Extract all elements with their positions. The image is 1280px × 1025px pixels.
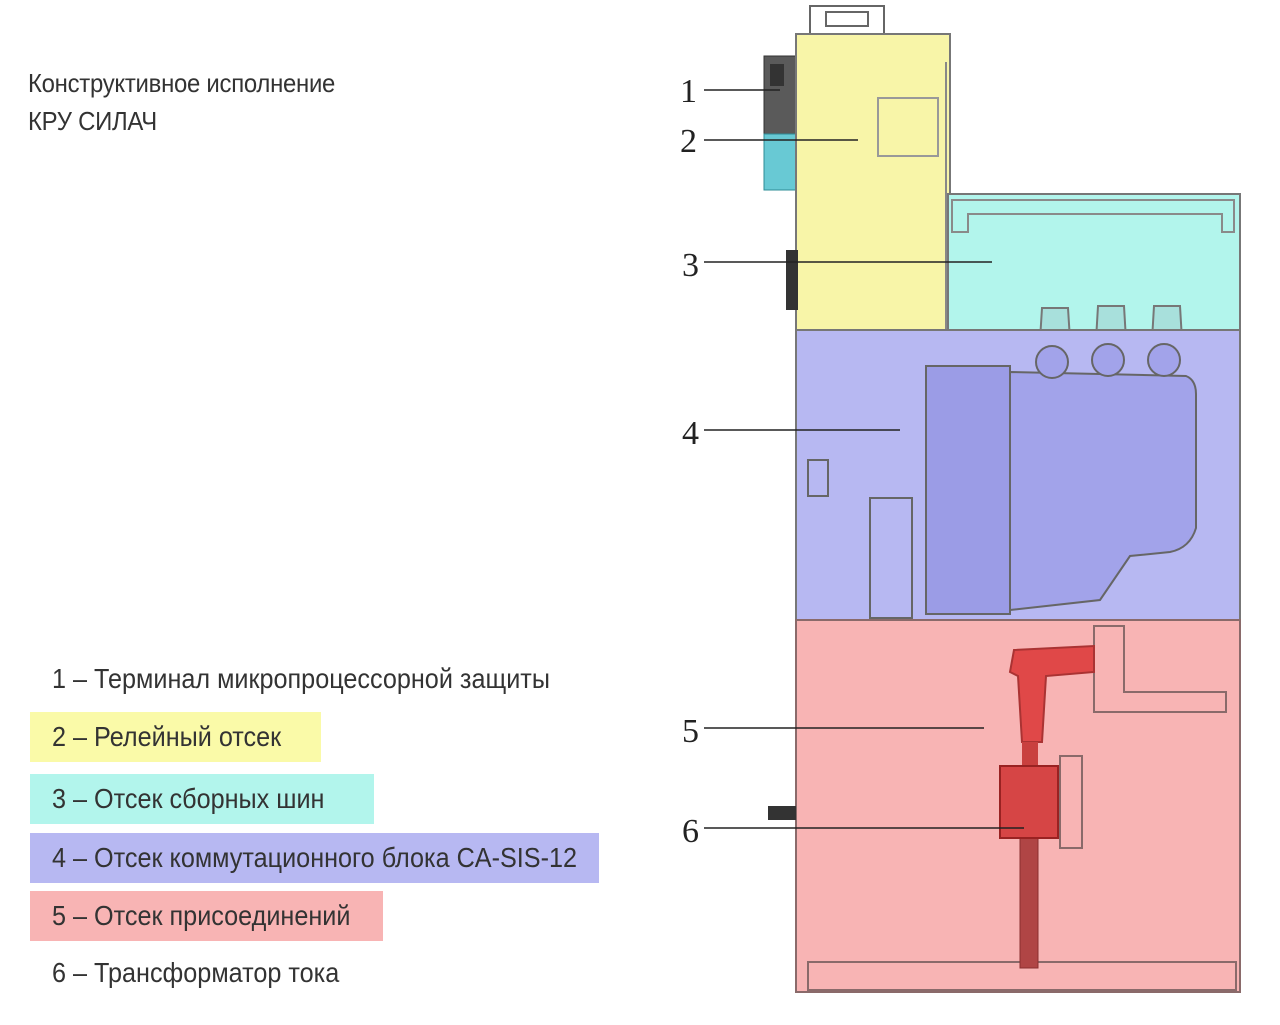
legend-item-relay: 2 – Релейный отсек [30, 712, 321, 762]
legend-item-switching: 4 – Отсек коммутационного блока CA-SIS-1… [30, 833, 599, 883]
current-transformer [999, 765, 1059, 839]
title-line-2: КРУ СИЛАЧ [28, 106, 157, 136]
microprocessor-terminal [763, 55, 799, 191]
diagram-title: Конструктивное исполнение КРУ СИЛАЧ [28, 64, 335, 140]
relay-compartment [786, 33, 951, 363]
callout-number-5: 5 [682, 713, 699, 750]
callout-number-1: 1 [680, 73, 697, 110]
callout-number-2: 2 [680, 123, 697, 160]
callout-number-3: 3 [682, 247, 699, 284]
callout-number-6: 6 [682, 813, 699, 850]
switching-compartment [795, 329, 1241, 621]
connection-compartment [768, 619, 1241, 993]
lifting-bracket [809, 5, 885, 35]
legend-item-ct: 6 – Трансформатор тока [52, 957, 340, 988]
callout-number-4: 4 [682, 415, 699, 452]
busbar-compartment [947, 193, 1241, 341]
callouts [704, 89, 1024, 829]
title-line-1: Конструктивное исполнение [28, 68, 336, 98]
legend-item-busbar: 3 – Отсек сборных шин [30, 774, 374, 824]
legend-item-connection: 5 – Отсек присоединений [30, 891, 383, 941]
legend-item-terminal: 1 – Терминал микропроцессорной защиты [52, 663, 550, 694]
